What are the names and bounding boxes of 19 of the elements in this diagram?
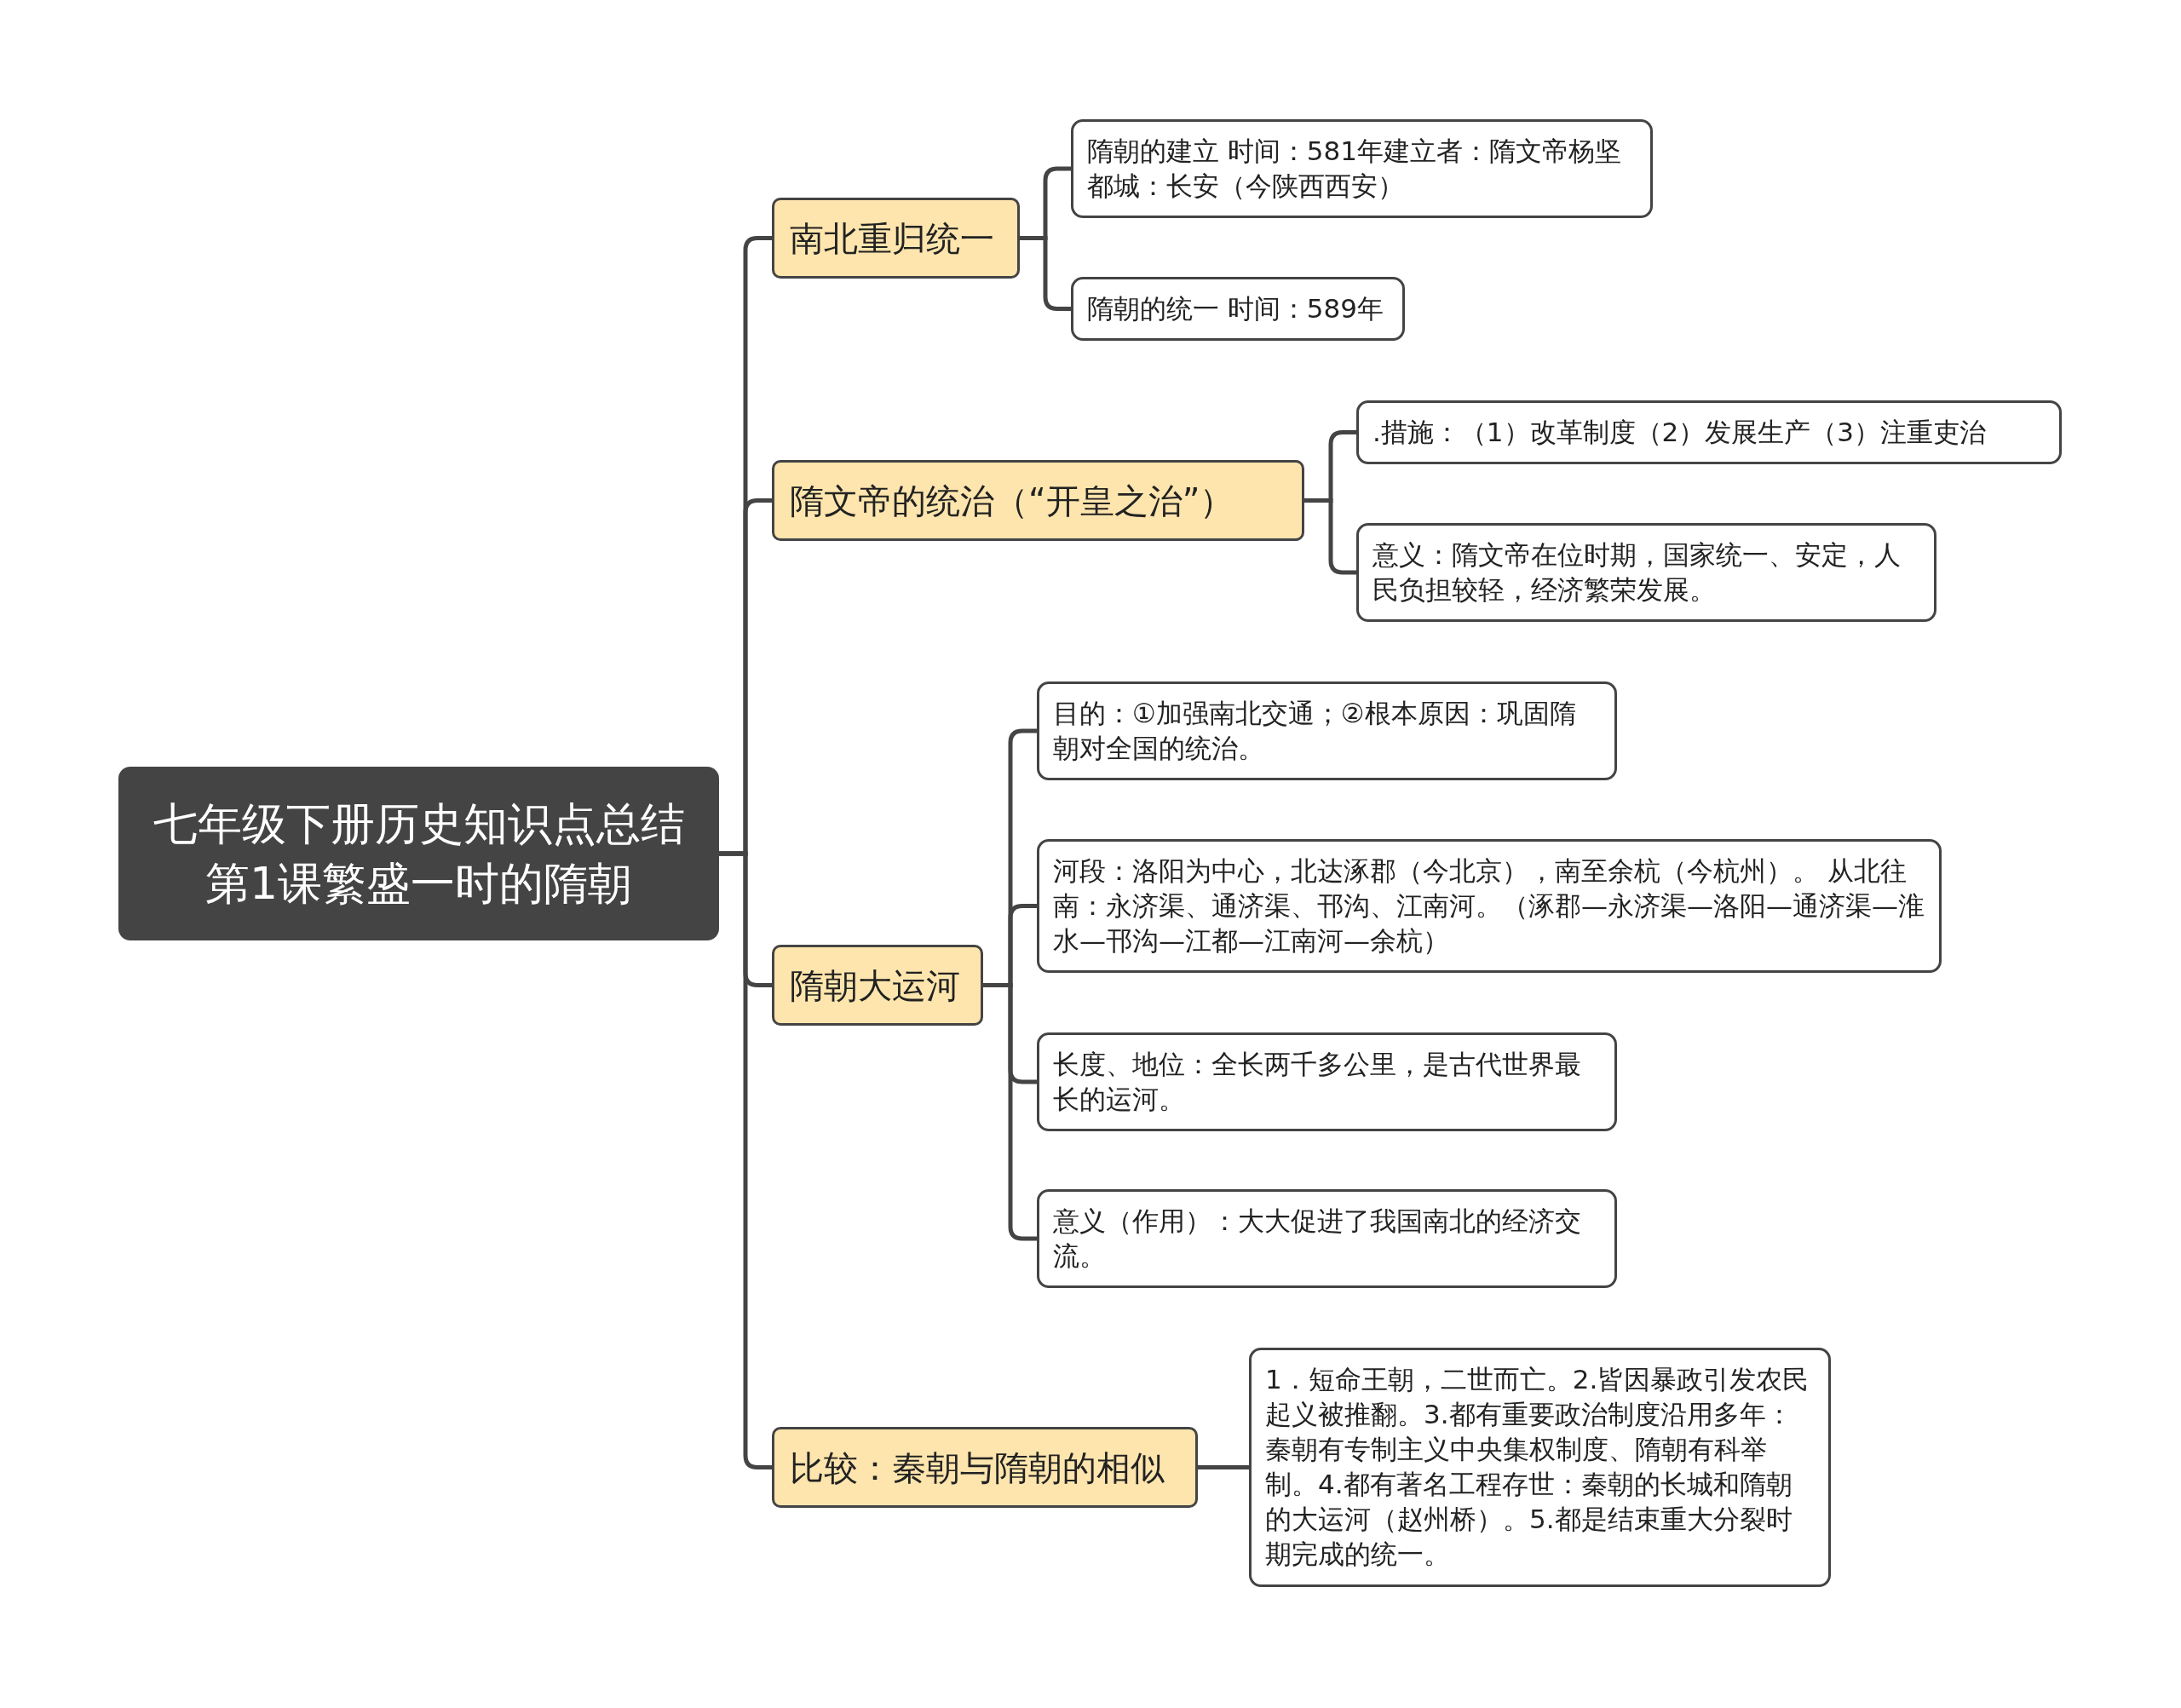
connector-line xyxy=(983,983,1037,1241)
connector-line xyxy=(719,851,772,1469)
topic-box: 隋朝大运河 xyxy=(772,945,983,1026)
connector-line xyxy=(1198,1465,1249,1469)
note-box: .措施：（1）改革制度（2）发展生产（3）注重吏治 xyxy=(1356,400,2062,464)
note-box: 隋朝的建立 时间：581年建立者：隋文帝杨坚都城：长安（今陕西西安） xyxy=(1071,119,1653,218)
note-box: 长度、地位：全长两千多公里，是古代世界最长的运河。 xyxy=(1037,1032,1617,1131)
central-topic-box: 七年级下册历史知识点总结第1课繁盛一时的隋朝 xyxy=(118,767,719,940)
note-box: 意义：隋文帝在位时期，国家统一、安定，人民负担较轻，经济繁荣发展。 xyxy=(1356,523,1936,622)
note-box: 1．短命王朝，二世而亡。2.皆因暴政引发农民起义被推翻。3.都有重要政治制度沿用多年：秦朝有专制主义中央集权制度、隋朝有科举制。4.都有著名工程存世：秦朝的长城和隋朝的大运河（赵州桥）。5.都是结束重大分裂时期完成的统一。 xyxy=(1249,1348,1831,1587)
topic-box: 隋文帝的统治（“开皇之治”） xyxy=(772,460,1304,541)
note-box: 隋朝的统一 时间：589年 xyxy=(1071,277,1405,341)
connector-line xyxy=(1304,498,1356,575)
topic-box: 比较：秦朝与隋朝的相似 xyxy=(772,1427,1198,1508)
note-box: 目的：①加强南北交通；②根本原因：巩固隋朝对全国的统治。 xyxy=(1037,681,1617,780)
note-box: 河段：洛阳为中心，北达涿郡（今北京），南至余杭（今杭州）。 从北往南：永济渠、通济渠、邗沟、江南河。（涿郡—永济渠—洛阳—通济渠—淮水—邗沟—江都—江南河—余杭） xyxy=(1037,839,1942,973)
note-box: 意义（作用）：大大促进了我国南北的经济交流。 xyxy=(1037,1189,1617,1288)
topic-box: 南北重归统一 xyxy=(772,198,1020,279)
connector-line xyxy=(1020,236,1071,311)
